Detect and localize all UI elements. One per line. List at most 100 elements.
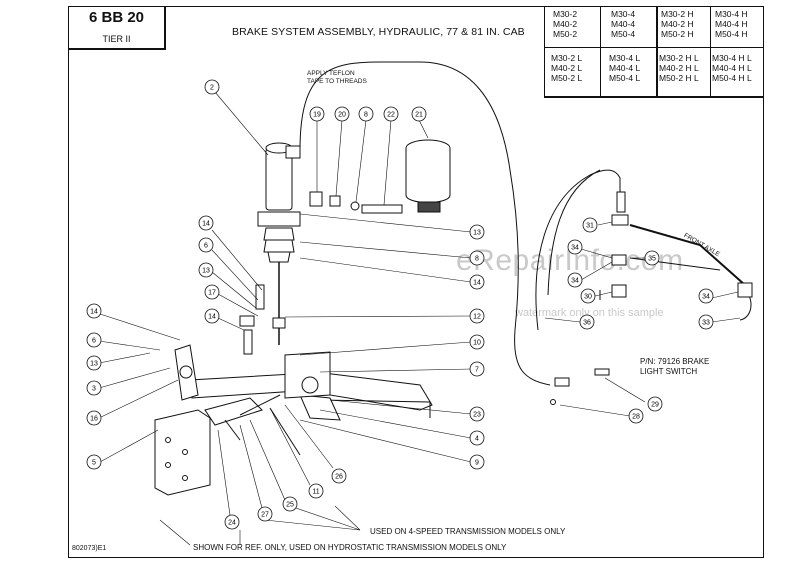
callout-number: 33: [702, 320, 710, 327]
callout-number: 28: [632, 414, 640, 421]
callout-number: 9: [475, 460, 479, 467]
drawing-reference: 802073)E1: [72, 545, 107, 552]
callout-circle: [198, 215, 214, 231]
callout-number: 34: [571, 278, 579, 285]
callout-circle: [224, 514, 240, 530]
callout-circle: [644, 250, 660, 266]
callout-number: 11: [312, 489, 319, 496]
callout-circle: [469, 406, 485, 422]
fitting-19: [309, 191, 323, 207]
callout-circle: [567, 272, 583, 288]
callout-number: 6: [92, 338, 96, 345]
callout-circle: [331, 468, 347, 484]
callout-number: 26: [335, 474, 343, 481]
callout-number: 12: [473, 314, 481, 321]
callout-circle: [86, 410, 102, 426]
callout-circle: [204, 284, 220, 300]
callout-circle: [582, 217, 598, 233]
callout-number: 14: [202, 221, 210, 228]
callout-number: 27: [261, 512, 269, 519]
clamp-8: [350, 201, 360, 211]
callout-circle: [469, 361, 485, 377]
callout-circle: [204, 308, 220, 324]
callout-circle: [86, 454, 102, 470]
brake-line: [547, 169, 601, 296]
callout-number: 13: [90, 361, 98, 368]
callout-circle: [469, 274, 485, 290]
callout-circle: [86, 380, 102, 396]
callout-circle: [257, 506, 273, 522]
table-column-divider: [600, 7, 601, 96]
brake-line: [629, 257, 721, 271]
section-code-box: 6 BB 20 TIER II: [68, 6, 166, 50]
callout-number: 20: [338, 112, 346, 119]
brake-line: [629, 224, 746, 286]
callout-circle: [383, 106, 399, 122]
drawing-frame: [68, 6, 764, 558]
callout-circle: [86, 303, 102, 319]
brake-light-switch: [594, 368, 610, 376]
teflon-note: APPLY TEFLON TAPE TO THREADS: [307, 70, 367, 85]
callout-number: 34: [702, 294, 710, 301]
callout-number: 24: [228, 520, 236, 527]
callout-number: 17: [208, 290, 216, 297]
light-switch-label: P/N: 79126 BRAKE LIGHT SWITCH: [640, 357, 710, 376]
callout-number: 30: [584, 294, 592, 301]
callout-number: 4: [475, 436, 479, 443]
table-divider: [545, 47, 763, 48]
callout-circle: [567, 239, 583, 255]
callout-circle: [580, 288, 596, 304]
callout-circle: [411, 106, 427, 122]
master-cylinder-boot: [263, 227, 295, 263]
callout-number: 19: [313, 112, 321, 119]
callout-circle: [308, 483, 324, 499]
tier-label: TIER II: [102, 34, 131, 44]
brake-line: [535, 169, 621, 331]
callout-circle: [628, 408, 644, 424]
callout-number: 6: [204, 243, 208, 250]
callout-circle: [469, 308, 485, 324]
callout-number: 14: [90, 309, 98, 316]
callout-circle: [309, 106, 325, 122]
callout-circle: [469, 454, 485, 470]
callout-circle: [86, 355, 102, 371]
callout-number: 29: [651, 402, 659, 409]
callout-circle: [204, 79, 220, 95]
callout-circle: [469, 224, 485, 240]
callout-number: 35: [648, 256, 656, 263]
callout-number: 10: [473, 340, 481, 347]
pedal-pad: [299, 394, 341, 421]
callout-circle: [469, 250, 485, 266]
callout-number: 21: [415, 112, 423, 119]
callout-number: 14: [473, 280, 481, 287]
callout-circle: [469, 334, 485, 350]
callout-circle: [334, 106, 350, 122]
section-code: 6 BB 20: [88, 9, 145, 26]
callout-number: 22: [387, 112, 395, 119]
callout-number: 7: [475, 367, 479, 374]
hose-22: [361, 204, 403, 214]
callout-circle: [198, 262, 214, 278]
callout-circle: [198, 237, 214, 253]
callout-number: 16: [90, 416, 98, 423]
callout-circle: [579, 314, 595, 330]
callout-number: 13: [202, 268, 210, 275]
note-hydrostatic: SHOWN FOR REF. ONLY, USED ON HYDROSTATIC…: [193, 543, 507, 552]
callout-circle: [358, 106, 374, 122]
note-4-speed: USED ON 4-SPEED TRANSMISSION MODELS ONLY: [370, 527, 566, 536]
watermark-subtext: watermark only on this sample: [515, 307, 664, 319]
callout-number: 14: [208, 314, 216, 321]
brake-line: [299, 61, 551, 386]
callout-number: 23: [473, 412, 481, 419]
callout-number: 3: [92, 386, 96, 393]
callout-number: 8: [364, 112, 368, 119]
